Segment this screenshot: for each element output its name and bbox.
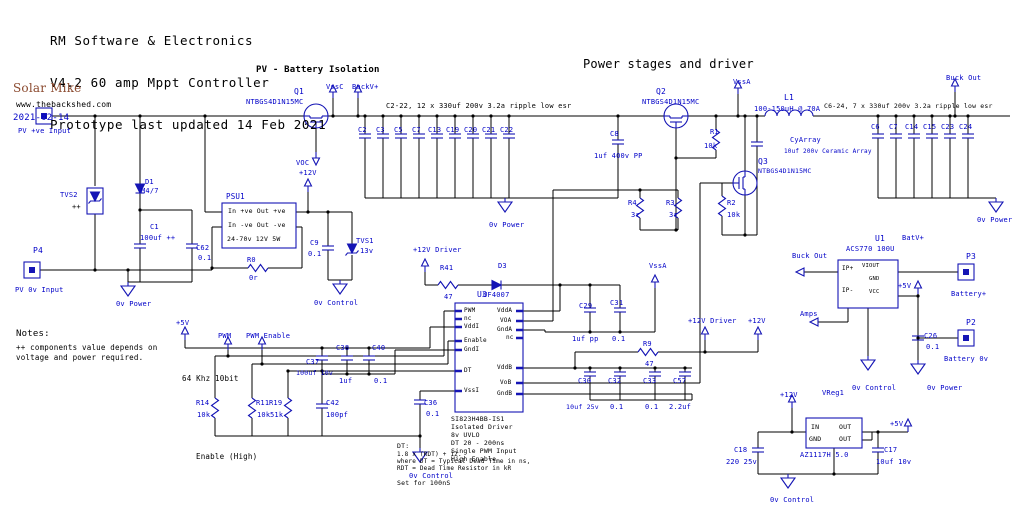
resistor-symbols — [210, 129, 727, 419]
tvs2-box — [86, 187, 104, 215]
q2-mosfet — [663, 103, 689, 129]
q3-mosfet — [732, 170, 758, 196]
p3-connector — [957, 263, 975, 281]
l1-inductor — [764, 109, 814, 117]
tvs2-zener — [87, 191, 103, 205]
d3-diode — [491, 279, 502, 291]
p2-connector — [957, 329, 975, 347]
capacitor-symbols — [133, 133, 975, 453]
wires-layer — [40, 92, 1010, 475]
component-symbols — [23, 78, 1004, 489]
tvs1-zener — [344, 243, 360, 257]
title-line-3: Prototype last updated 14 Feb 2021 — [50, 117, 327, 132]
title-line-2: V4.2 60 amp Mppt Controller — [50, 75, 270, 90]
junction-dots — [93, 114, 970, 476]
vreg1-box — [805, 417, 863, 449]
amps-flag — [809, 317, 819, 327]
u1-box — [837, 259, 899, 309]
diode-symbols — [87, 183, 502, 291]
p4-connector — [23, 261, 41, 279]
u3-box — [454, 302, 524, 413]
ground-symbols — [120, 197, 1004, 489]
title-line-1: RM Software & Electronics — [50, 33, 254, 48]
buck-out-flag — [795, 267, 805, 277]
title-block: RM Software & Electronics V4.2 60 amp Mp… — [50, 6, 326, 160]
psu1-box — [221, 202, 297, 249]
ic-boxes — [86, 187, 899, 449]
d1-diode — [134, 183, 146, 194]
u3-pin-stubs — [455, 309, 523, 396]
